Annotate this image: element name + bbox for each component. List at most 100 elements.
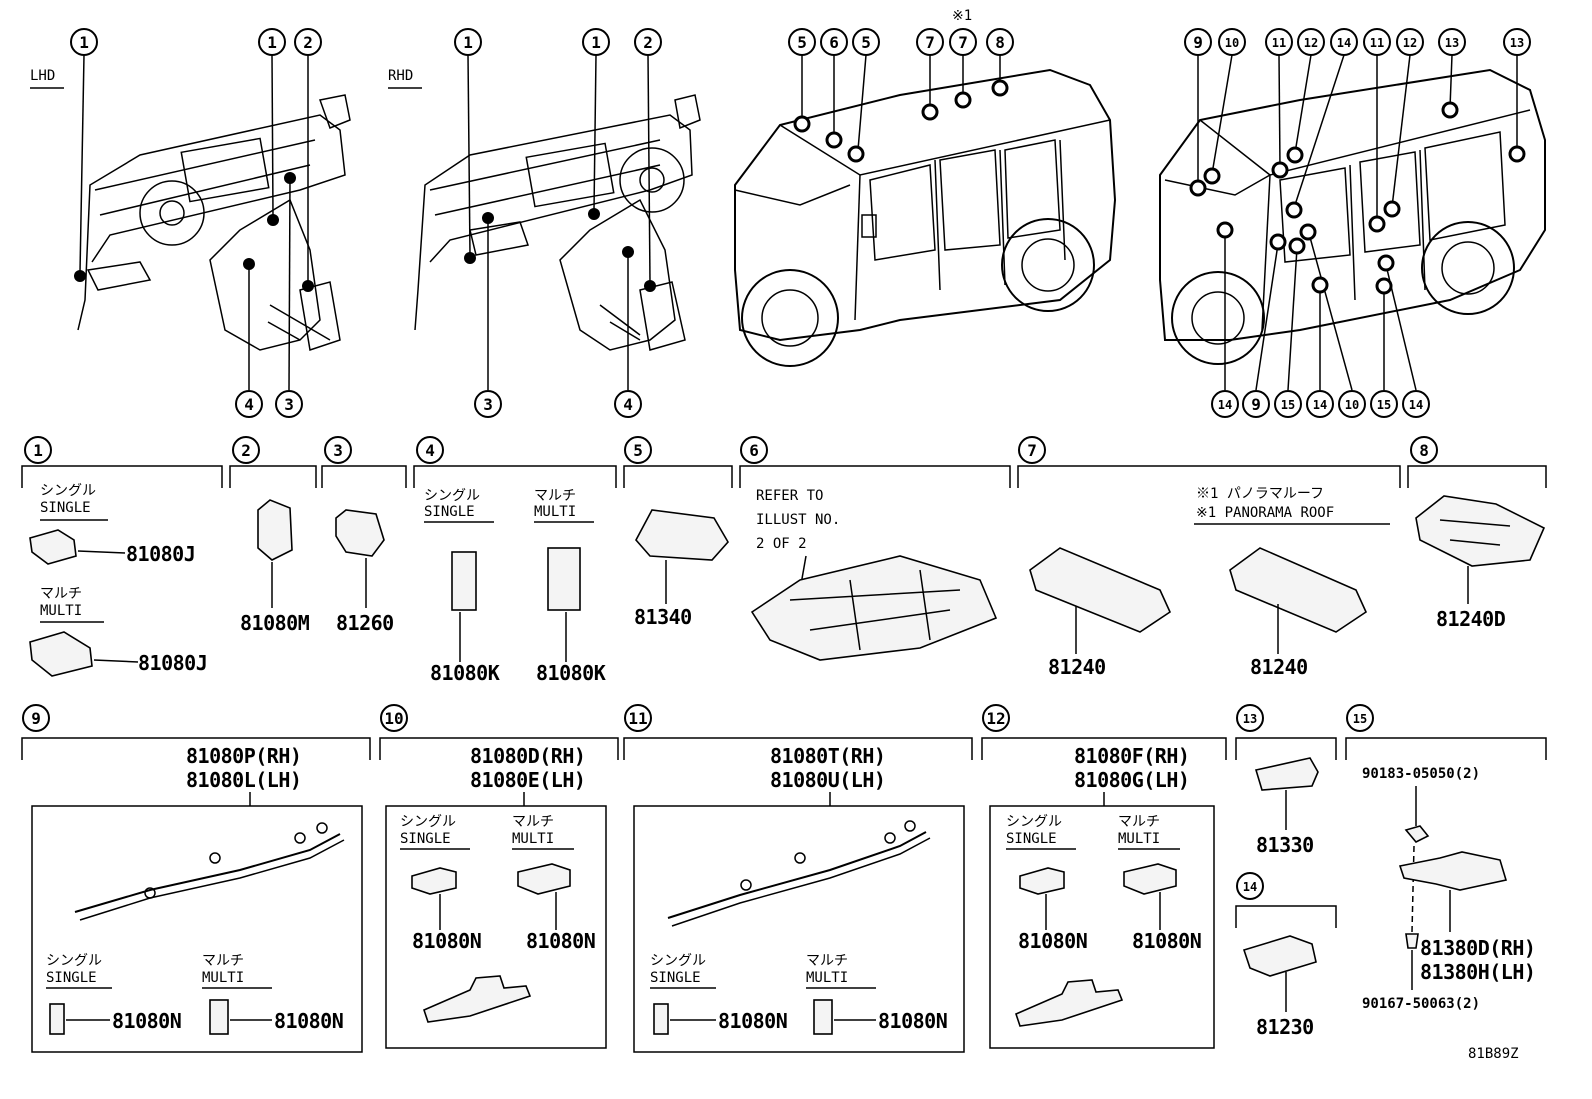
assembly-box (385, 805, 607, 1049)
callout-bubble: 1 (70, 28, 98, 56)
part-number: 81080J (138, 651, 207, 675)
switch-multi-part (29, 631, 93, 677)
section-1: 1 シングル SINGLE 81080J マルチ MULTI 81080J (21, 436, 223, 677)
svg-text:7: 7 (958, 33, 968, 52)
room-lamp-panorama-part (1229, 547, 1368, 633)
section-number-bubble: 5 (624, 436, 652, 464)
callout-bubble: 12 (1396, 28, 1424, 56)
switch-multi-part (547, 547, 581, 611)
section-number-bubble: 13 (1236, 704, 1264, 732)
single-label-en: SINGLE (424, 504, 475, 520)
screw-part-number-bottom: 90167-50063(2) (1362, 996, 1480, 1012)
callout-bubble: 5 (788, 28, 816, 56)
callout-bubble: 13 (1503, 28, 1531, 56)
callout-bubble: 9 (1184, 28, 1212, 56)
svg-text:7: 7 (1027, 441, 1037, 460)
single-label-jp: シングル (400, 814, 456, 830)
svg-text:11: 11 (1272, 36, 1286, 50)
single-label-en: SINGLE (40, 500, 91, 516)
svg-text:1: 1 (267, 33, 277, 52)
svg-text:13: 13 (1445, 36, 1459, 50)
switch-multi-part (517, 863, 571, 895)
callout-bubble: 4 (235, 390, 263, 418)
svg-text:3: 3 (483, 395, 493, 414)
section-number-bubble: 4 (416, 436, 444, 464)
clip-part (1404, 825, 1430, 843)
callout-bubble: 10 (1338, 390, 1366, 418)
part-number: 81240D (1436, 607, 1506, 631)
part-number: 81080N (412, 929, 481, 953)
single-label-en: SINGLE (650, 970, 701, 986)
callout-bubble: 1 (454, 28, 482, 56)
single-label-jp: シングル (40, 483, 96, 499)
section-number-bubble: 8 (1410, 436, 1438, 464)
console-box-part (750, 555, 998, 661)
svg-text:10: 10 (384, 709, 403, 728)
section-2: 2 81080M (229, 436, 317, 635)
svg-text:14: 14 (1313, 398, 1327, 412)
part-number-lh: 81080U(LH) (770, 768, 885, 792)
callout-bubble: 2 (634, 28, 662, 56)
callout-bubble: 12 (1297, 28, 1325, 56)
switch-single-part (1019, 867, 1065, 895)
section-number-bubble: 3 (324, 436, 352, 464)
rhd-label: RHD (388, 68, 413, 84)
section-8: 8 81240D (1407, 436, 1547, 631)
svg-text:6: 6 (749, 441, 759, 460)
svg-text:5: 5 (633, 441, 643, 460)
section-number-bubble: 12 (982, 704, 1010, 732)
section-11: 11 81080T(RH) 81080U(LH) シングル SINGLE マルチ… (623, 704, 973, 1053)
svg-text:14: 14 (1409, 398, 1423, 412)
bracket-part (423, 975, 532, 1023)
callout-bubble: 1 (582, 28, 610, 56)
room-lamp-part (1029, 547, 1172, 633)
callout-bubble: 4 (614, 390, 642, 418)
svg-text:13: 13 (1510, 36, 1524, 50)
svg-text:3: 3 (284, 395, 294, 414)
part-number: 81080J (126, 542, 195, 566)
section-6: 6 REFER TO ILLUST NO. 2 OF 2 (739, 436, 1011, 661)
svg-text:9: 9 (31, 709, 41, 728)
rhd-dashboard-drawing (414, 94, 701, 351)
vehicle-rear-drawing (1159, 68, 1546, 365)
rhd-view: RHD 1 1 2 3 4 (388, 28, 701, 418)
callout-bubble: 14 (1306, 390, 1334, 418)
callout-bubble: 14 (1211, 390, 1239, 418)
switch-part (257, 499, 293, 561)
section-number-bubble: 10 (380, 704, 408, 732)
svg-text:8: 8 (1419, 441, 1429, 460)
callout-bubble: 10 (1218, 28, 1246, 56)
part-number: 81080N (112, 1009, 181, 1033)
single-label-en: SINGLE (1006, 831, 1057, 847)
callout-bubble: 14 (1402, 390, 1430, 418)
switch-single-part (29, 529, 77, 565)
single-label-jp: シングル (1006, 814, 1062, 830)
section-number-bubble: 15 (1346, 704, 1374, 732)
svg-text:2: 2 (643, 33, 653, 52)
svg-text:14: 14 (1218, 398, 1232, 412)
svg-text:3: 3 (333, 441, 343, 460)
part-number: 81330 (1256, 833, 1314, 857)
part-number-rh: 81080D(RH) (470, 744, 585, 768)
part-number-rh: 81080T(RH) (770, 744, 885, 768)
svg-text:12: 12 (1304, 36, 1318, 50)
svg-text:9: 9 (1251, 395, 1261, 414)
svg-text:13: 13 (1243, 712, 1257, 726)
part-number: 81080N (1018, 929, 1087, 953)
part-number: 81260 (336, 611, 394, 635)
multi-label-en: MULTI (806, 970, 848, 986)
part-number: 81080K (536, 661, 606, 685)
svg-text:9: 9 (1193, 33, 1203, 52)
svg-text:7: 7 (925, 33, 935, 52)
svg-text:15: 15 (1281, 398, 1295, 412)
single-label-jp: シングル (650, 953, 706, 969)
multi-label-en: MULTI (40, 603, 82, 619)
svg-text:1: 1 (591, 33, 601, 52)
part-number-lh: 81080E(LH) (470, 768, 585, 792)
refer-line-1: REFER TO (756, 488, 823, 504)
multi-label-jp: マルチ (806, 953, 848, 969)
lhd-dashboard-drawing (77, 94, 351, 351)
part-number: 81340 (634, 605, 692, 629)
section-9: 9 81080P(RH) 81080L(LH) シングル SINGLE マルチ … (21, 704, 371, 1053)
